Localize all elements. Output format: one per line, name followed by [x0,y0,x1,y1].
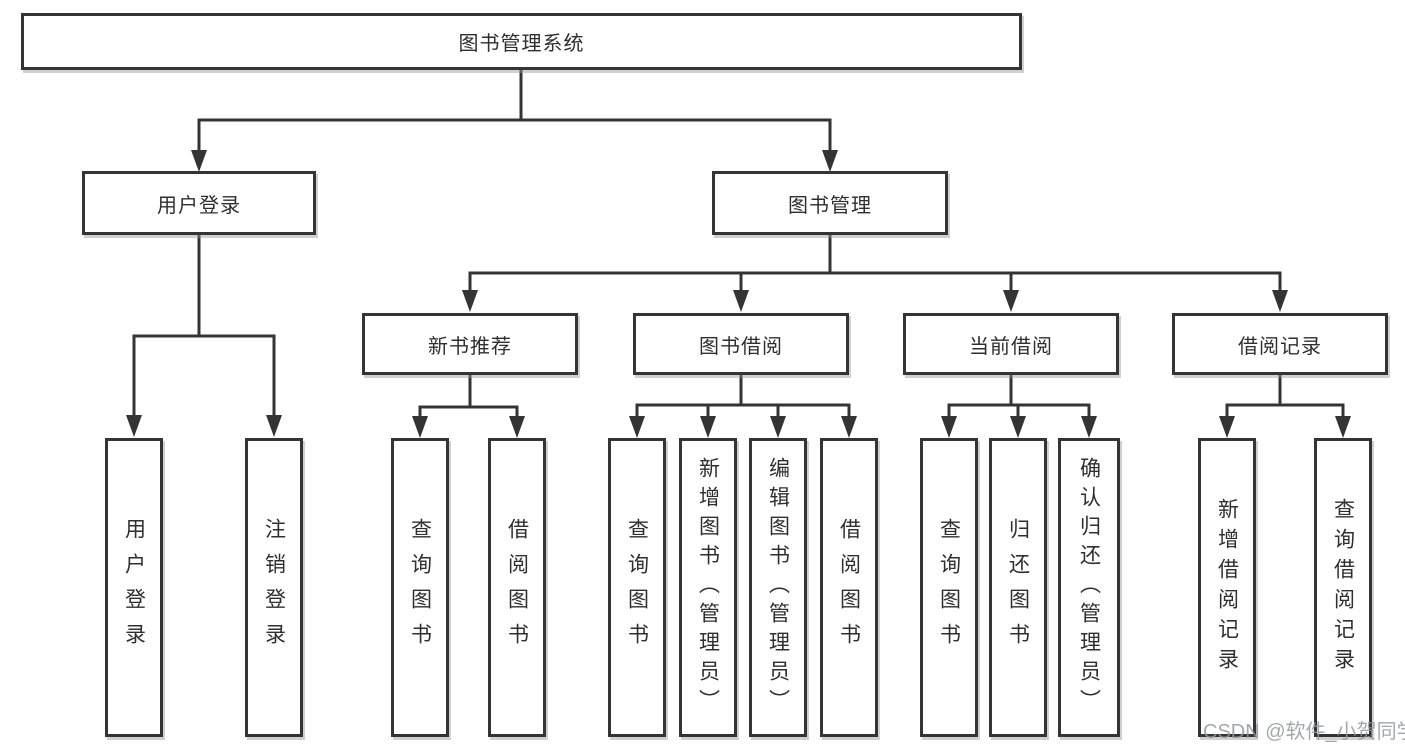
leaf-label: 新增图书（管理员） [696,457,720,718]
leaf-add-books-admin: 新增图书（管理员） [679,438,737,737]
node-label: 图书管理系统 [458,33,585,55]
leaf-label: 借阅图书 [505,517,529,658]
node-book-management: 图书管理 [712,171,948,235]
arrowhead-icons [126,150,1351,438]
leaf-logout: 注销登录 [245,438,303,737]
leaf-label: 编辑图书（管理员） [766,457,790,718]
leaf-label: 查询借阅记录 [1331,497,1355,678]
node-user-login: 用户登录 [82,171,316,235]
leaf-user-login: 用户登录 [105,438,163,737]
leaf-add-borrow-record: 新增借阅记录 [1198,438,1256,737]
leaf-label: 用户登录 [122,517,146,658]
node-label: 当前借阅 [969,335,1053,358]
leaf-label: 新增借阅记录 [1215,497,1239,678]
node-label: 图书管理 [788,194,872,217]
leaf-query-books-current: 查询图书 [920,438,978,737]
leaf-query-borrow-record: 查询借阅记录 [1314,438,1372,737]
leaf-label: 归还图书 [1006,517,1030,658]
node-label: 新书推荐 [428,335,512,358]
leaf-label: 查询图书 [408,517,432,658]
leaf-label: 查询图书 [625,517,649,658]
leaf-query-books-borrow: 查询图书 [608,438,666,737]
leaf-query-books-recommend: 查询图书 [391,438,449,737]
leaf-label: 确认归还（管理员） [1077,457,1101,718]
leaf-return-books: 归还图书 [989,438,1047,737]
node-label: 借阅记录 [1238,335,1322,358]
node-new-book-recommend: 新书推荐 [362,313,578,375]
leaf-label: 注销登录 [262,517,286,658]
leaf-borrow-books-recommend: 借阅图书 [488,438,546,737]
leaf-borrow-books: 借阅图书 [820,438,878,737]
node-library-management-system: 图书管理系统 [21,13,1022,70]
leaf-label: 查询图书 [937,517,961,658]
node-label: 图书借阅 [699,335,783,358]
leaf-label: 借阅图书 [837,517,861,658]
node-borrow-records: 借阅记录 [1172,313,1388,375]
watermark: CSDN @软件_小贺同学 [1203,721,1405,743]
leaf-confirm-return-admin: 确认归还（管理员） [1058,438,1120,737]
leaf-edit-books-admin: 编辑图书（管理员） [749,438,807,737]
node-current-borrow: 当前借阅 [903,313,1119,375]
node-label: 用户登录 [157,194,241,217]
node-book-borrow: 图书借阅 [633,313,849,375]
